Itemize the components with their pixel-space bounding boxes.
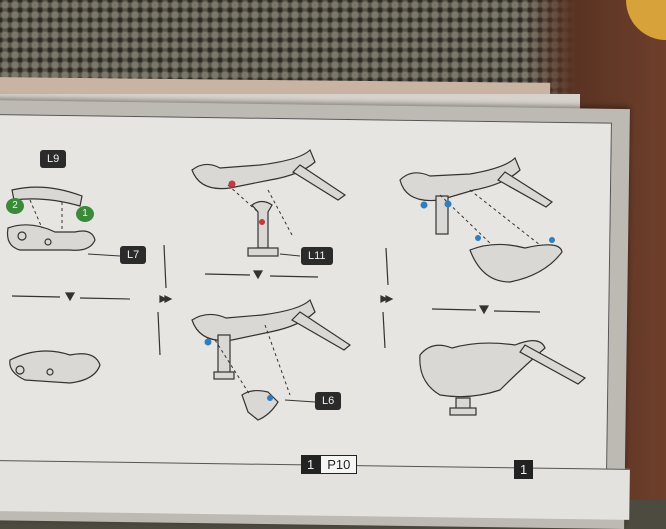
bird-assembled-left bbox=[9, 350, 101, 384]
bird-assembled-right bbox=[419, 340, 546, 398]
tail-middle-top bbox=[292, 164, 347, 201]
step-number: 1 bbox=[301, 455, 321, 474]
bird-wing-right-top bbox=[469, 243, 563, 283]
bird-body-middle-top bbox=[191, 148, 316, 190]
assembly-diagrams bbox=[6, 148, 587, 421]
step-number-right: 1 bbox=[514, 460, 534, 479]
tail-middle-bottom bbox=[291, 311, 352, 351]
tail-right-bottom bbox=[519, 344, 587, 385]
tail-right-top bbox=[497, 171, 554, 208]
label-l7: L7 bbox=[120, 246, 147, 264]
page-ref-label: P10 bbox=[320, 455, 358, 474]
step-number-right-box: 1 bbox=[514, 460, 534, 479]
part-l6 bbox=[241, 389, 279, 421]
bird-body-left bbox=[6, 224, 96, 251]
step-marker-1: 1 bbox=[76, 206, 94, 222]
label-l11: L11 bbox=[301, 247, 333, 265]
page-reference: 1 P10 bbox=[301, 455, 358, 474]
label-l6: L6 bbox=[315, 392, 342, 410]
step-marker-2: 2 bbox=[6, 198, 24, 214]
label-l9: L9 bbox=[40, 150, 67, 168]
bird-body-right-top bbox=[399, 156, 521, 202]
